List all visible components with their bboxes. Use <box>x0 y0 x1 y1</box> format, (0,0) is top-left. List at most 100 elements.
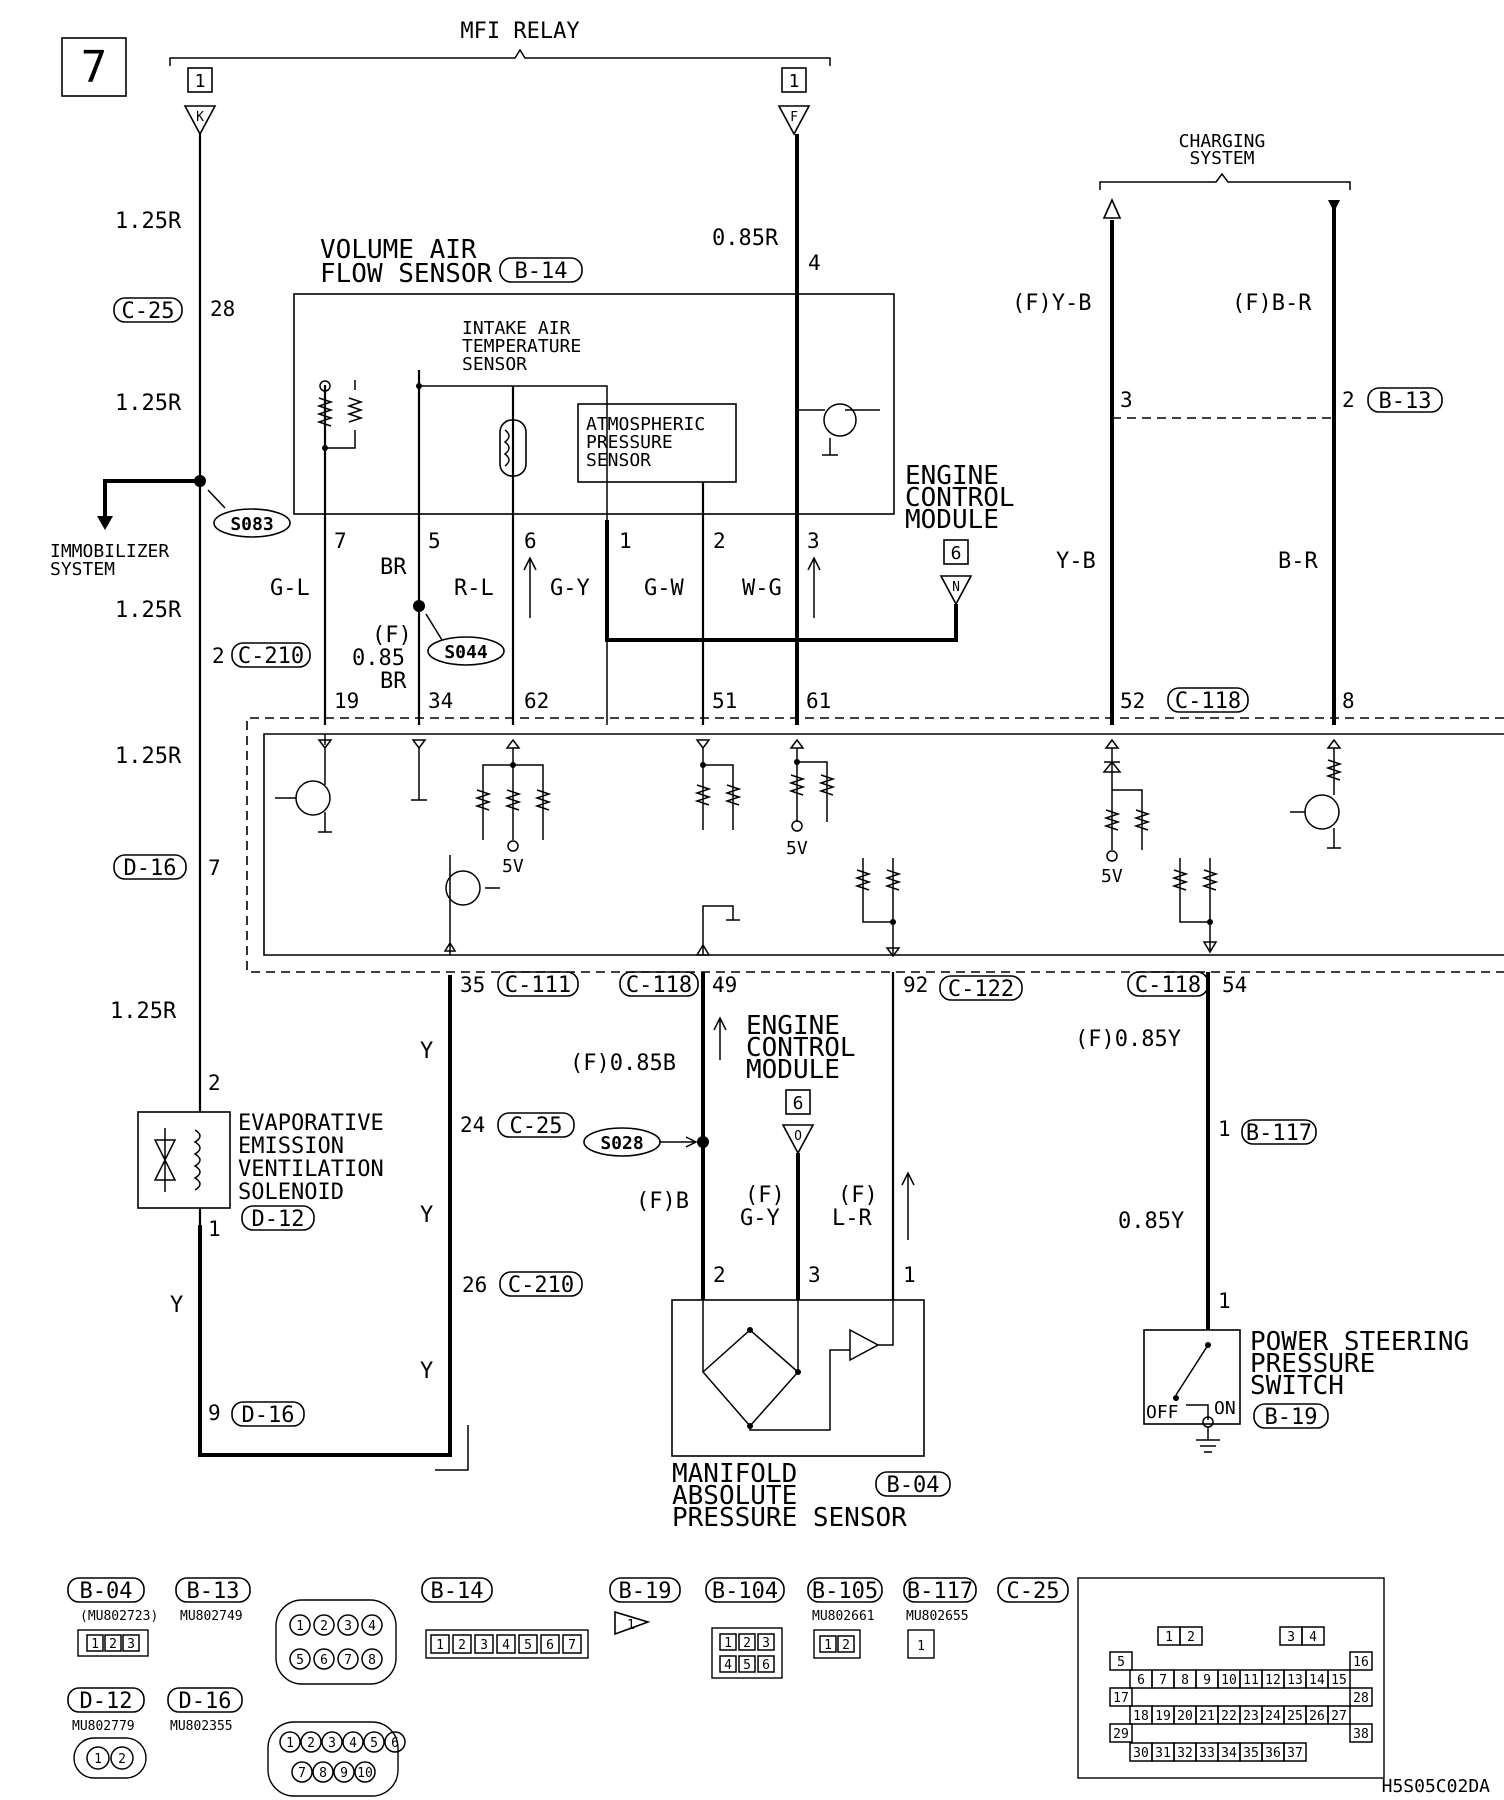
pin-1-ps: 1 <box>1218 1289 1231 1313</box>
legend-d12-pin-2-shape <box>110 1746 134 1770</box>
wire-label-f-085br-1: (F) <box>372 623 412 648</box>
legend-c25-pin-22: 22 <box>1221 1709 1237 1724</box>
legend-b117-id: B-117 <box>907 1579 973 1604</box>
ecm-internals <box>275 734 1343 958</box>
legend-b14-pin-1: 1 <box>436 1638 444 1653</box>
evap-label-1: EVAPORATIVE <box>238 1111 384 1136</box>
legend-d16-pin-1-shape <box>279 1731 301 1753</box>
conn-c25-b-badge <box>497 1112 575 1138</box>
conn-d16-a: D-16 <box>124 856 177 881</box>
legend-b13-pin-8: 8 <box>368 1653 376 1668</box>
legend-b104-badge <box>705 1577 785 1603</box>
legend-b13-id: B-13 <box>187 1579 240 1604</box>
legend-c25-pin-30: 30 <box>1133 1746 1149 1761</box>
map-label-3: PRESSURE SENSOR <box>672 1503 907 1533</box>
legend-c25-pin-19: 19 <box>1155 1709 1171 1724</box>
legend-b13-body <box>275 1599 397 1685</box>
legend-c25-pin-32: 32 <box>1177 1746 1193 1761</box>
legend-b14-pin-7: 7 <box>568 1638 576 1653</box>
legend-c25-cell-38 <box>1349 1723 1373 1743</box>
legend-b04-part: (MU802723) <box>80 1609 158 1624</box>
ecm-pin-54: 54 <box>1222 973 1247 997</box>
legend-b13-pin-5: 5 <box>296 1653 304 1668</box>
legend-b14-pin-1-shape <box>430 1634 450 1654</box>
legend-b104-pin-5-shape <box>738 1655 756 1673</box>
conn-b19-badge <box>1253 1403 1329 1429</box>
legend-c25-pin-29: 29 <box>1113 1727 1129 1742</box>
legend-c25-pin-21: 21 <box>1199 1709 1215 1724</box>
legend-b117-body <box>907 1629 935 1659</box>
conn-d16-a-badge <box>113 854 187 880</box>
legend-b04-pin-3: 3 <box>127 1637 135 1652</box>
legend-b13-pin-7-shape <box>337 1648 359 1670</box>
vaf-label-2: FLOW SENSOR <box>320 259 493 289</box>
legend-d12-pin-1: 1 <box>94 1752 102 1767</box>
conn-c122-badge <box>939 975 1023 1001</box>
conn-c118-top-badge <box>1167 687 1249 713</box>
terminal-f-triangle <box>777 105 811 136</box>
conn-c25-a: C-25 <box>122 299 175 324</box>
pin-2: 2 <box>713 529 726 553</box>
conn-c25-b: C-25 <box>510 1114 563 1139</box>
ecm-pin-51: 51 <box>712 689 737 713</box>
legend-c25-cell-27 <box>1327 1705 1351 1725</box>
charging-brace <box>1099 172 1351 190</box>
legend-c25-pin-9: 9 <box>1203 1673 1211 1688</box>
wire-label-y-4: Y <box>420 1359 433 1384</box>
wire-label-g-w: G-W <box>644 576 684 601</box>
pin-7-d16: 7 <box>208 856 221 880</box>
ecm-5v-label-b: 5V <box>786 838 808 859</box>
legend-b104-pin-4: 4 <box>724 1658 732 1673</box>
legend-d12-id: D-12 <box>80 1689 133 1714</box>
conn-b117-badge <box>1241 1119 1317 1145</box>
ecm-pin-52: 52 <box>1120 689 1145 713</box>
ps-label-2: PRESSURE <box>1250 1349 1375 1379</box>
legend-c25-pin-38: 38 <box>1353 1727 1369 1742</box>
legend-b13-pin-6-shape <box>313 1648 335 1670</box>
wire-label-f-0-85b: (F)0.85B <box>570 1051 676 1076</box>
legend-d16-pin-4: 4 <box>349 1736 357 1751</box>
legend-b104-pin-3: 3 <box>762 1636 770 1651</box>
relay-pin-box-f <box>781 67 807 93</box>
legend-b117-pin-1: 1 <box>917 1639 925 1654</box>
legend-c25-pin-7: 7 <box>1159 1673 1167 1688</box>
mfi-relay-brace <box>169 48 831 66</box>
legend-b105-id: B-105 <box>812 1579 878 1604</box>
conn-c111-badge <box>497 971 579 997</box>
ecm-pin-19: 19 <box>334 689 359 713</box>
legend-b104-pin-6-shape <box>757 1655 775 1673</box>
wire-label-r-l: R-L <box>454 576 494 601</box>
legend-c25-pin-4: 4 <box>1309 1630 1317 1645</box>
conn-c210-a: C-210 <box>238 644 304 669</box>
legend-b105-body <box>813 1629 861 1659</box>
legend-c25-pin-34: 34 <box>1221 1746 1237 1761</box>
flow-arrow-y <box>435 1425 469 1471</box>
legend-b104-pin-5: 5 <box>743 1658 751 1673</box>
ecm-box <box>263 733 1504 956</box>
legend-b13-pin-6: 6 <box>320 1653 328 1668</box>
conn-b04: B-04 <box>887 1473 940 1498</box>
ecm-bottom-pin: 6 <box>793 1093 804 1114</box>
pin-3: 3 <box>807 529 820 553</box>
legend-c25-pin-5: 5 <box>1117 1655 1125 1670</box>
terminal-o: O <box>794 1129 802 1144</box>
legend-b04-pin-3-shape <box>122 1634 140 1652</box>
conn-b14: B-14 <box>515 259 568 284</box>
wire-label-y-3: Y <box>420 1203 433 1228</box>
legend-b105-pin-1: 1 <box>824 1638 832 1653</box>
wire-label-0-85r: 0.85R <box>712 226 779 251</box>
legend-d16-pin-6-shape <box>384 1731 406 1753</box>
legend-d12-badge <box>67 1687 145 1713</box>
legend-b13-pin-2: 2 <box>320 1619 328 1634</box>
conn-b13-badge <box>1367 387 1443 413</box>
legend-b105-part: MU802661 <box>812 1609 875 1624</box>
conn-c118-top: C-118 <box>1175 689 1241 714</box>
conn-d12: D-12 <box>252 1207 305 1232</box>
legend-b104-id: B-104 <box>712 1579 778 1604</box>
legend-b14-pin-3-shape <box>474 1634 494 1654</box>
legend-c25-body <box>1077 1577 1385 1779</box>
wire-label-w-g: W-G <box>742 576 782 601</box>
